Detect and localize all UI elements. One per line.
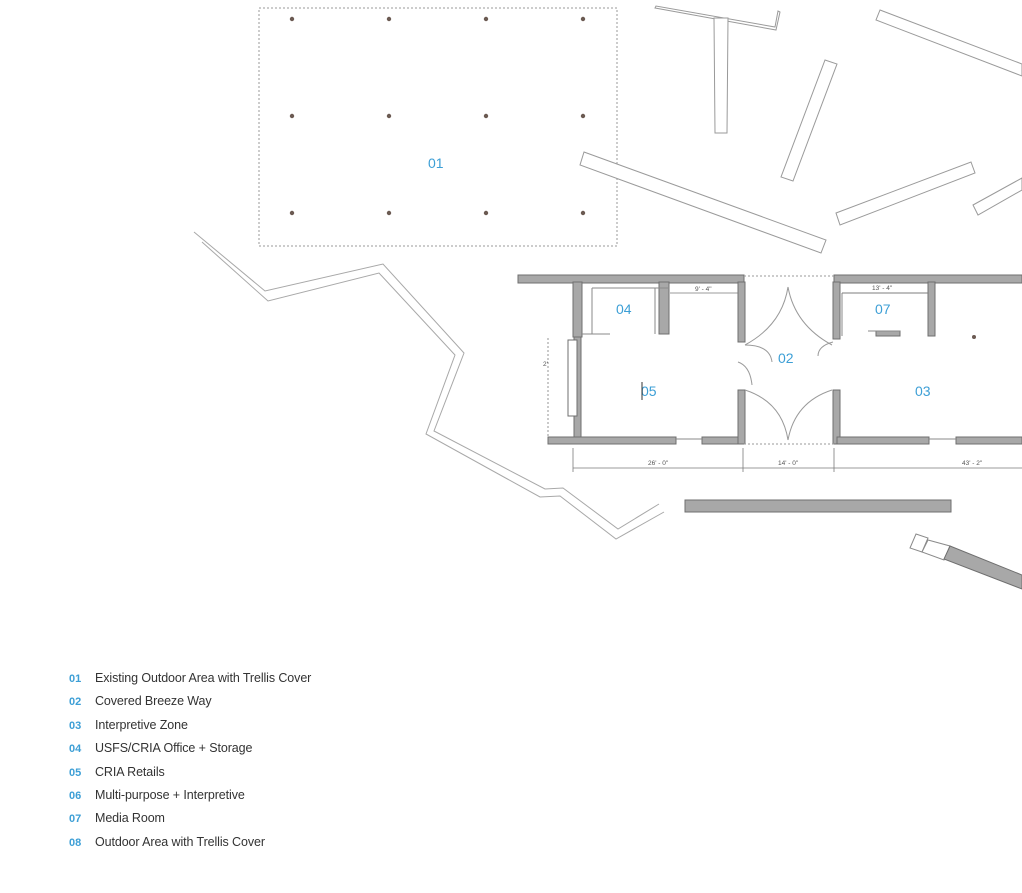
building-walls [517,274,1022,445]
legend-text: USFS/CRIA Office + Storage [95,741,253,756]
floor-plan: 01 02 03 04 05 07 9' - 4" 13' - 4" 26' -… [193,5,1022,590]
beam [875,9,1022,77]
room-label-07: 07 [875,301,891,317]
dim-label: 9' - 4" [695,286,712,293]
trellis-posts [289,16,586,216]
beam [835,161,976,226]
dim-label: 43' - 2" [962,460,983,467]
walkway-slab [684,499,952,513]
room-labels: 01 02 03 04 05 07 [428,155,931,399]
legend-item: 05 CRIA Retails [69,765,311,788]
beam [579,151,827,254]
dim-label: 2' [543,361,548,368]
column-post [972,335,976,339]
beam [972,177,1022,216]
legend-item: 01 Existing Outdoor Area with Trellis Co… [69,671,311,694]
dim-label: 26' - 0" [648,460,669,467]
legend-text: Existing Outdoor Area with Trellis Cover [95,671,312,685]
dimension-lines [547,292,1022,472]
legend-text: Multi-purpose + Interpretive [95,787,245,802]
breezeway [737,275,834,445]
dimension-labels: 9' - 4" 13' - 4" 26' - 0" 14' - 0" 43' -… [543,285,983,467]
trellis-boundary [258,7,618,247]
legend-number: 02 [69,696,82,709]
dim-label: 14' - 0" [778,460,799,467]
legend-item: 04 USFS/CRIA Office + Storage [69,741,311,764]
legend-text: CRIA Retails [95,764,165,779]
beam [713,17,729,134]
legend-text: Covered Breeze Way [95,694,212,709]
legend-item: 03 Interpretive Zone [69,718,311,741]
room-label-02: 02 [778,350,794,366]
legend-number: 05 [69,766,82,779]
door-swing [787,286,833,346]
interior-lines [582,287,956,440]
dim-label: 13' - 4" [872,285,893,292]
trellis-area-01 [258,7,618,247]
winding-path [193,231,665,540]
beams [579,5,1022,254]
room-label-01: 01 [428,155,444,171]
legend-number: 08 [69,836,82,849]
legend: 01 Existing Outdoor Area with Trellis Co… [69,671,311,858]
legend-text: Interpretive Zone [95,717,188,732]
legend-item: 08 Outdoor Area with Trellis Cover [69,835,311,858]
door-swing [787,389,833,441]
legend-number: 01 [69,673,82,685]
legend-item: 02 Covered Breeze Way [69,694,311,717]
door-swing [744,344,773,363]
legend-item: 06 Multi-purpose + Interpretive [69,788,311,811]
legend-text: Outdoor Area with Trellis Cover [95,834,265,849]
legend-number: 04 [69,743,82,756]
legend-item: 07 Media Room [69,811,311,834]
door-swing [744,286,789,346]
legend-text: Media Room [95,811,165,826]
legend-number: 07 [69,813,82,826]
legend-number: 06 [69,789,82,802]
angled-slab [909,533,1022,590]
beam [780,59,838,182]
door-swing [744,389,789,441]
legend-number: 03 [69,719,82,732]
room-label-03: 03 [915,383,931,399]
room-label-04: 04 [616,301,632,317]
room-label-05: 05 [641,383,657,399]
